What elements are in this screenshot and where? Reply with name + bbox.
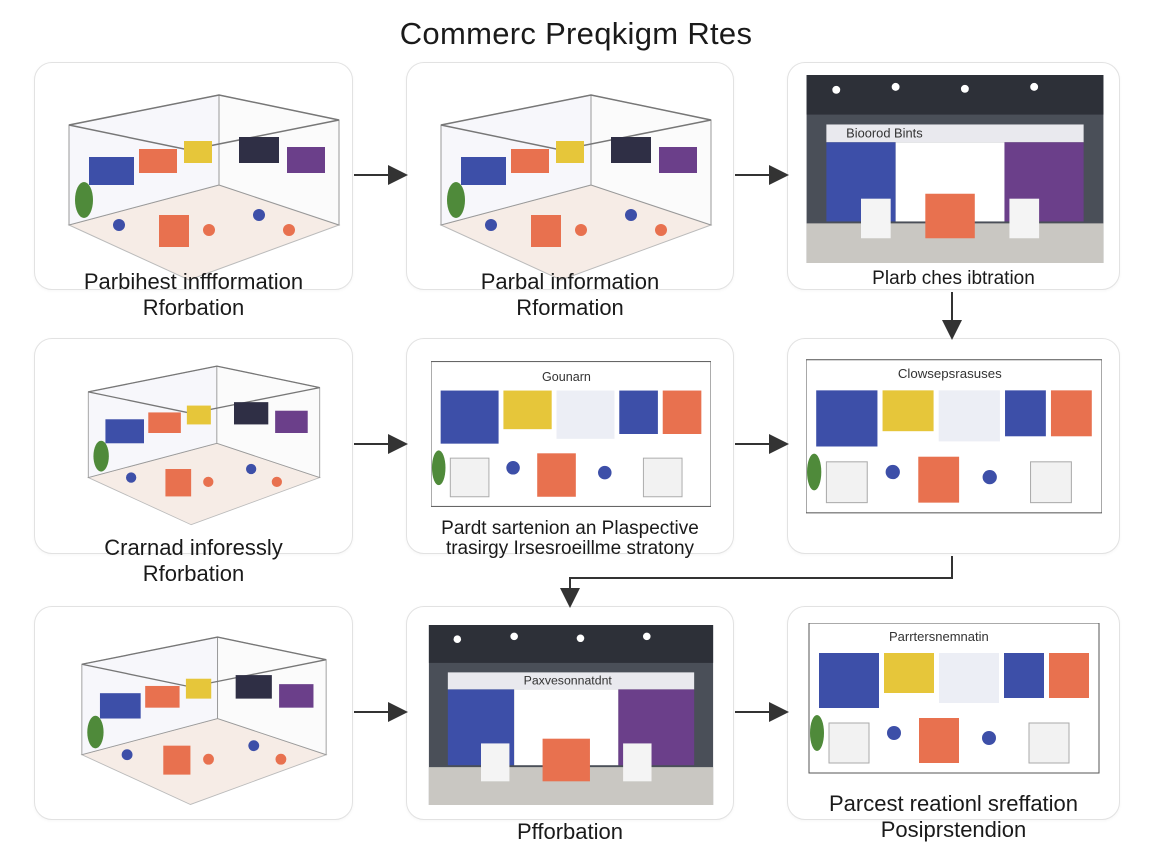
booth-illustration — [431, 75, 721, 285]
booth-illustration: Parrtersnemnatin — [806, 623, 1102, 793]
step-card-3: Bioorod Bints Plarb ches ibtration — [787, 62, 1120, 290]
step-caption-line1: Pardt sartenion an Plaspective — [441, 518, 699, 539]
step-caption-line2: Rformation — [516, 295, 624, 320]
booth-illustration — [59, 619, 349, 809]
step-card-5: Gounarn Pardt sartenion an Plaspective t… — [406, 338, 734, 559]
booth-illustration — [59, 349, 349, 529]
booth-sign: Paxvesonnatdnt — [524, 674, 613, 688]
step-card-2: Parbal information Rformation — [406, 62, 734, 320]
step-caption-line2: Rforbation — [142, 295, 245, 320]
booth-illustration: Gounarn — [431, 359, 711, 509]
step-caption-line2: trasirgy Irsesroeillme stratony — [445, 538, 695, 559]
step-caption-line1: Plarb ches ibtration — [872, 268, 1035, 289]
booth-sign: Gounarn — [542, 370, 591, 384]
step-card-1: Parbihest inffformation Rforbation — [34, 62, 353, 320]
diagram-title: Commerc Preqkigm Rtes — [399, 16, 753, 51]
step-caption-line2: Posiprstendion — [880, 817, 1027, 842]
step-card-6: Clowsepsrasuses — [787, 338, 1120, 554]
step-caption-line1: Parcest reationl sreffation — [828, 791, 1079, 816]
booth-photo: Paxvesonnatdnt — [423, 625, 719, 805]
booth-sign: Clowsepsrasuses — [898, 366, 1002, 381]
step-card-9: Parrtersnemnatin Parcest reationl sreffa… — [787, 606, 1120, 842]
booth-photo: Bioorod Bints — [806, 75, 1104, 263]
step-card-7 — [34, 606, 353, 820]
step-card-4: Crarnad inforessly Rforbation — [34, 338, 353, 586]
booth-sign: Bioorod Bints — [846, 125, 923, 140]
step-caption-line1: Crarnad inforessly — [104, 535, 283, 560]
booth-illustration — [59, 75, 349, 285]
step-caption-line1: Parbal information — [480, 269, 660, 294]
step-caption-line1: Parbihest inffformation — [83, 269, 304, 294]
arrow-6-8 — [560, 556, 953, 608]
step-caption-line1: Pfforbation — [516, 819, 623, 844]
step-card-8: Paxvesonnatdnt Pfforbation — [406, 606, 734, 844]
step-caption-line2: Rforbation — [142, 561, 245, 586]
booth-sign: Parrtersnemnatin — [889, 629, 989, 644]
booth-illustration: Clowsepsrasuses — [806, 359, 1102, 534]
